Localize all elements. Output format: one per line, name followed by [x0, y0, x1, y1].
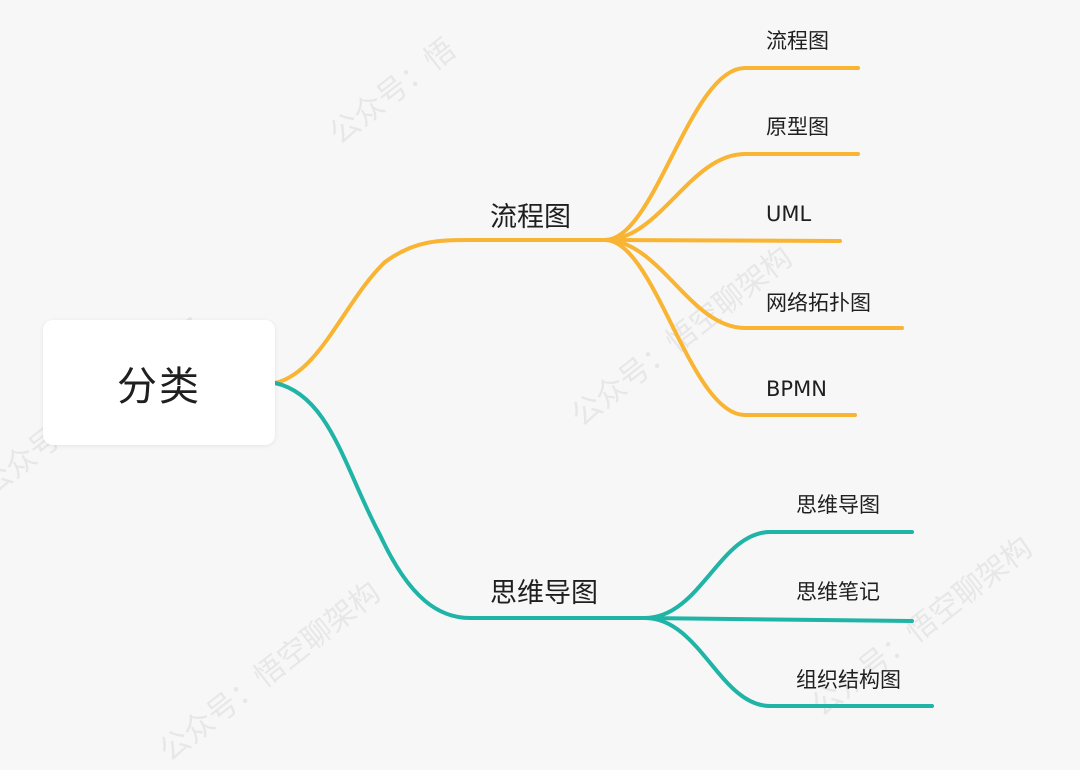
- connector-flowchart-child-1: [603, 66, 860, 242]
- connector-flowchart-child-4: [603, 238, 904, 330]
- connector-root-to-flowchart: [273, 238, 607, 385]
- leaf-node-bpmn[interactable]: BPMN: [766, 377, 827, 401]
- leaf-node-uml[interactable]: UML: [766, 202, 812, 226]
- mind-map-canvas: 公众号：悟 公众号：悟空聊架构 公众号：悟空聊架构 公众号：悟空聊架构 公众号：…: [0, 29, 1039, 769]
- leaf-node-mindmap[interactable]: 思维导图: [796, 493, 880, 517]
- leaf-node-network-topology[interactable]: 网络拓扑图: [766, 291, 871, 315]
- root-node-label: 分类: [117, 363, 201, 410]
- branch-node-mindmap[interactable]: 思维导图: [490, 578, 598, 609]
- connector-root-to-mindmap: [273, 381, 647, 620]
- connector-mindmap-child-2: [643, 616, 914, 623]
- connector-flowchart-child-3: [603, 238, 842, 243]
- branch-node-flowchart[interactable]: 流程图: [490, 202, 571, 233]
- connector-flowchart-child-2: [603, 152, 860, 242]
- leaf-node-org-chart[interactable]: 组织结构图: [796, 668, 901, 692]
- leaf-node-mind-notes[interactable]: 思维笔记: [796, 580, 880, 604]
- connector-lines: [273, 66, 934, 708]
- leaf-node-flowchart[interactable]: 流程图: [766, 29, 829, 53]
- connector-mindmap-child-1: [643, 530, 914, 620]
- connector-flowchart-child-5: [603, 238, 857, 417]
- connector-mindmap-child-3: [643, 616, 934, 708]
- root-node[interactable]: 分类: [43, 320, 275, 445]
- leaf-node-prototype[interactable]: 原型图: [766, 115, 829, 139]
